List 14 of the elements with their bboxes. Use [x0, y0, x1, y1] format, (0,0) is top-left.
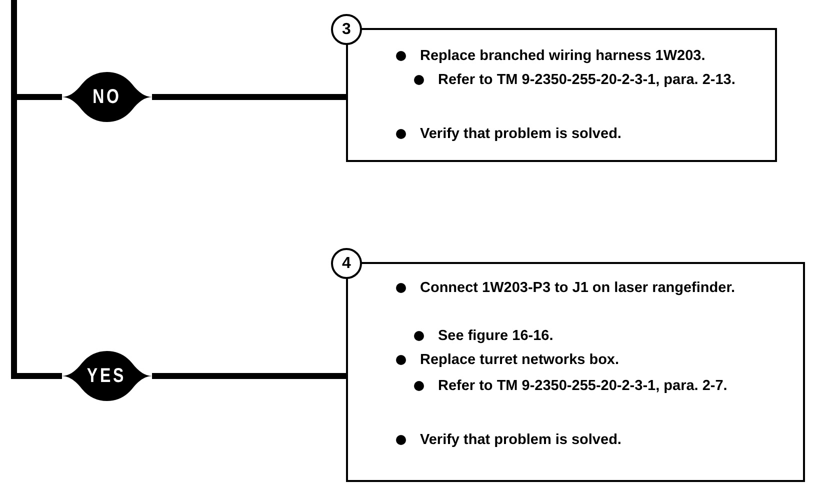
instruction-text: Replace turret networks box. [420, 351, 620, 370]
instruction-text: See figure 16-16. [438, 327, 554, 346]
instruction-text: Verify that problem is solved. [420, 125, 622, 144]
instruction-text: Replace branched wiring harness 1W203. [420, 47, 706, 66]
step-number-circle: 3 [331, 14, 362, 45]
instruction-text: Refer to TM 9-2350-255-20-2-3-1, para. 2-13. [438, 71, 736, 90]
flow-line [152, 94, 346, 100]
decision-label: NO [92, 86, 122, 108]
instruction-text: Verify that problem is solved. [420, 431, 622, 450]
flow-line [152, 373, 346, 379]
instruction-text: Refer to TM 9-2350-255-20-2-3-1, para. 2-7. [438, 377, 728, 396]
step-number-circle: 4 [331, 248, 362, 279]
decision-label: YES [87, 364, 127, 388]
instruction-text: Connect 1W203-P3 to J1 on laser rangefinder. [420, 279, 736, 298]
